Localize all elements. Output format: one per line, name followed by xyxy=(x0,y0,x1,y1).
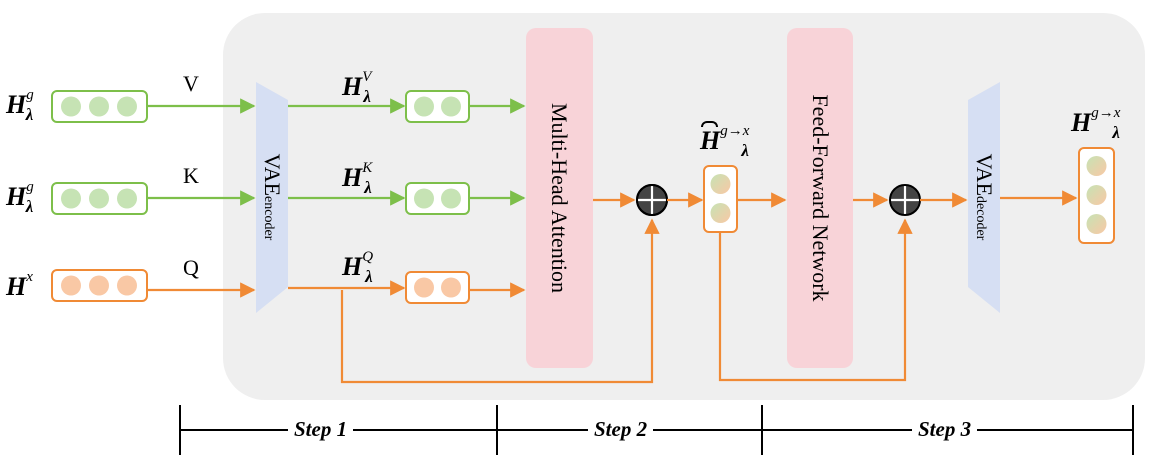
step-1-label: Step 1 xyxy=(288,417,354,442)
add-node-2 xyxy=(889,184,921,216)
multi-head-attention-block xyxy=(526,28,593,368)
encoded-label-k: HKλ xyxy=(342,160,373,197)
step-2-label: Step 2 xyxy=(588,417,654,442)
output-label: Hg→xλ xyxy=(1071,105,1121,142)
input-label-v: Hgλ xyxy=(6,87,34,124)
vae-decoder-label: VAEdecoder xyxy=(972,153,997,241)
encoded-vector-v xyxy=(405,90,470,123)
encoded-label-q: HQλ xyxy=(342,249,374,286)
step-3-label: Step 3 xyxy=(912,417,978,442)
feed-forward-block xyxy=(787,28,853,368)
encoded-vector-k xyxy=(405,182,470,215)
residual-connection-1 xyxy=(340,218,660,384)
intermediate-vector xyxy=(703,165,738,233)
input-vector-q xyxy=(51,269,148,302)
output-vector xyxy=(1078,147,1115,244)
vae-encoder-shape xyxy=(256,82,288,313)
vae-encoder-label: VAEencoder xyxy=(260,153,285,241)
ffn-label: Feed-Forward Network xyxy=(808,94,833,302)
input-label-k: Hgλ xyxy=(6,179,34,216)
attention-label: Multi-Head Attention xyxy=(547,102,572,294)
residual-connection-2 xyxy=(718,218,913,382)
input-vector-k xyxy=(51,182,148,215)
encoded-vector-q xyxy=(405,271,470,304)
input-label-q: Hx xyxy=(6,269,33,301)
encoded-label-v: HVλ xyxy=(342,69,372,106)
add-node-1 xyxy=(636,184,668,216)
arrow-label-v: V xyxy=(183,71,199,96)
input-vector-v xyxy=(51,90,148,123)
vae-decoder-shape xyxy=(968,82,1000,313)
arrow-label-k: K xyxy=(183,163,199,188)
intermediate-label: Hg→xλ xyxy=(700,121,750,160)
arrow-label-q: Q xyxy=(183,255,199,280)
